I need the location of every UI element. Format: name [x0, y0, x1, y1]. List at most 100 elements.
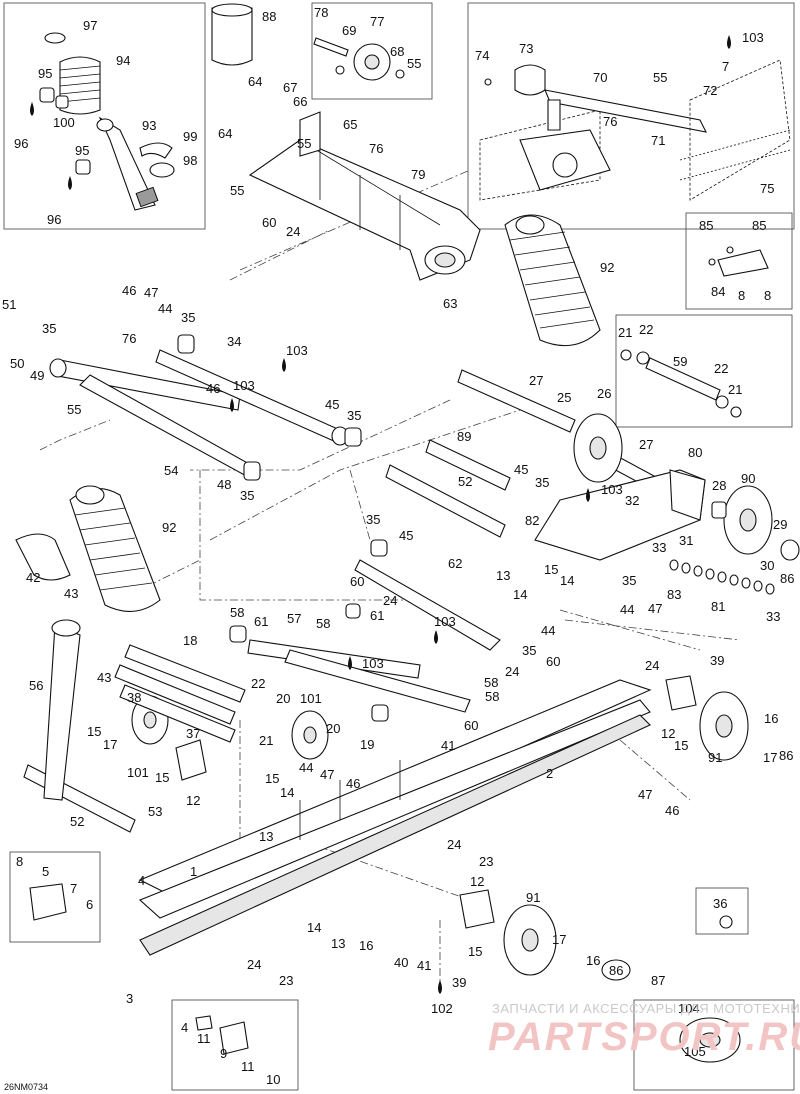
callout-label: 5 [42, 864, 49, 879]
callout-label: 4 [181, 1020, 188, 1035]
callout-label: 45 [514, 462, 528, 477]
callout-label: 72 [703, 83, 717, 98]
grease-drop-icon [68, 176, 72, 190]
callout-label: 22 [251, 676, 265, 691]
diagram-code: 26NM0734 [4, 1082, 48, 1092]
callout-label: 54 [164, 463, 178, 478]
callout-label: 21 [259, 733, 273, 748]
lubricant-symbols [30, 35, 731, 994]
callout-label: 16 [586, 953, 600, 968]
callout-label: 75 [760, 181, 774, 196]
callout-label: 47 [648, 601, 662, 616]
callout-label: 34 [227, 334, 241, 349]
callout-label: 58 [484, 675, 498, 690]
callout-label: 90 [741, 471, 755, 486]
assembly-lines [39, 169, 741, 990]
callout-label: 1 [190, 864, 197, 879]
callout-label: 58 [230, 605, 244, 620]
callout-label: 24 [505, 664, 519, 679]
callout-label: 85 [699, 218, 713, 233]
callout-label: 60 [464, 718, 478, 733]
rear-shock-absorber [504, 214, 601, 347]
callout-label: 23 [279, 973, 293, 988]
callout-label: 95 [75, 143, 89, 158]
axle-detail-box [615, 314, 793, 428]
callout-label: 52 [70, 814, 84, 829]
callout-label: 43 [64, 586, 78, 601]
stopper-inset-parts [708, 246, 769, 277]
callout-label: 103 [434, 614, 456, 629]
callout-label: 37 [186, 726, 200, 741]
callout-label: 46 [665, 803, 679, 818]
watermark-logo: PARTSPORT.RU [488, 1015, 800, 1059]
callout-label: 44 [158, 301, 172, 316]
callout-label: 7 [70, 881, 77, 896]
callout-label: 70 [593, 70, 607, 85]
callout-label: 86 [780, 571, 794, 586]
callout-label: 44 [299, 760, 313, 775]
callout-label: 3 [126, 991, 133, 1006]
callout-label: 61 [370, 608, 384, 623]
callout-label: 87 [651, 973, 665, 988]
callout-label: 30 [760, 558, 774, 573]
callout-label: 44 [541, 623, 555, 638]
callout-label: 84 [711, 284, 725, 299]
callout-label: 35 [42, 321, 56, 336]
callout-label: 55 [67, 402, 81, 417]
callout-label: 35 [347, 408, 361, 423]
callout-label: 56 [29, 678, 43, 693]
slider-stop-detail-box [9, 851, 101, 943]
swing-link [43, 619, 81, 801]
callout-label: 62 [448, 556, 462, 571]
callout-label: 53 [148, 804, 162, 819]
callout-label: 14 [280, 785, 294, 800]
axle-inset-parts [620, 349, 742, 418]
callout-label: 45 [325, 397, 339, 412]
callout-label: 27 [639, 437, 653, 452]
callout-label: 74 [475, 48, 489, 63]
callout-label: 24 [247, 957, 261, 972]
shock-absorber-detail [39, 32, 175, 211]
callout-label: 65 [343, 117, 357, 132]
callout-label: 15 [674, 738, 688, 753]
callout-label: 58 [316, 616, 330, 631]
callout-label: 18 [183, 633, 197, 648]
stop-block-detail-box [171, 999, 299, 1091]
upper-a-arm [49, 334, 362, 481]
callout-label: 35 [522, 643, 536, 658]
callout-label: 64 [218, 126, 232, 141]
callout-label: 35 [535, 475, 549, 490]
callout-label: 13 [259, 829, 273, 844]
callout-label: 14 [307, 920, 321, 935]
callout-label: 13 [331, 936, 345, 951]
callout-label: 60 [262, 215, 276, 230]
callout-label: 39 [710, 653, 724, 668]
callout-label: 71 [651, 133, 665, 148]
callout-label: 101 [127, 765, 149, 780]
callout-label: 11 [197, 1031, 211, 1046]
callout-label: 33 [652, 540, 666, 555]
callout-label: 76 [122, 331, 136, 346]
callout-label: 6 [86, 897, 93, 912]
stop-block-parts [29, 883, 733, 1055]
callout-label: 58 [485, 689, 499, 704]
callout-label: 47 [320, 767, 334, 782]
callout-label: 55 [407, 56, 421, 71]
front-arm-inset-parts [479, 59, 791, 201]
callout-labels: 97 88 78 69 77 68 55 74 73 70 103 7 55 7… [2, 5, 794, 1087]
callout-label: 46 [346, 776, 360, 791]
callout-label: 15 [155, 770, 169, 785]
callout-label: 8 [764, 288, 771, 303]
bearing-blocks [175, 675, 697, 929]
callout-label: 83 [667, 587, 681, 602]
grease-drop-icon [30, 102, 34, 116]
callout-label: 59 [673, 354, 687, 369]
callout-label: 9 [220, 1046, 227, 1061]
callout-label: 55 [653, 70, 667, 85]
callout-label: 86 [609, 963, 623, 978]
callout-label: 73 [519, 41, 533, 56]
front-arm-assembly [248, 111, 481, 281]
callout-label: 21 [618, 325, 632, 340]
callout-label: 20 [326, 721, 340, 736]
callout-label: 4 [138, 873, 145, 888]
